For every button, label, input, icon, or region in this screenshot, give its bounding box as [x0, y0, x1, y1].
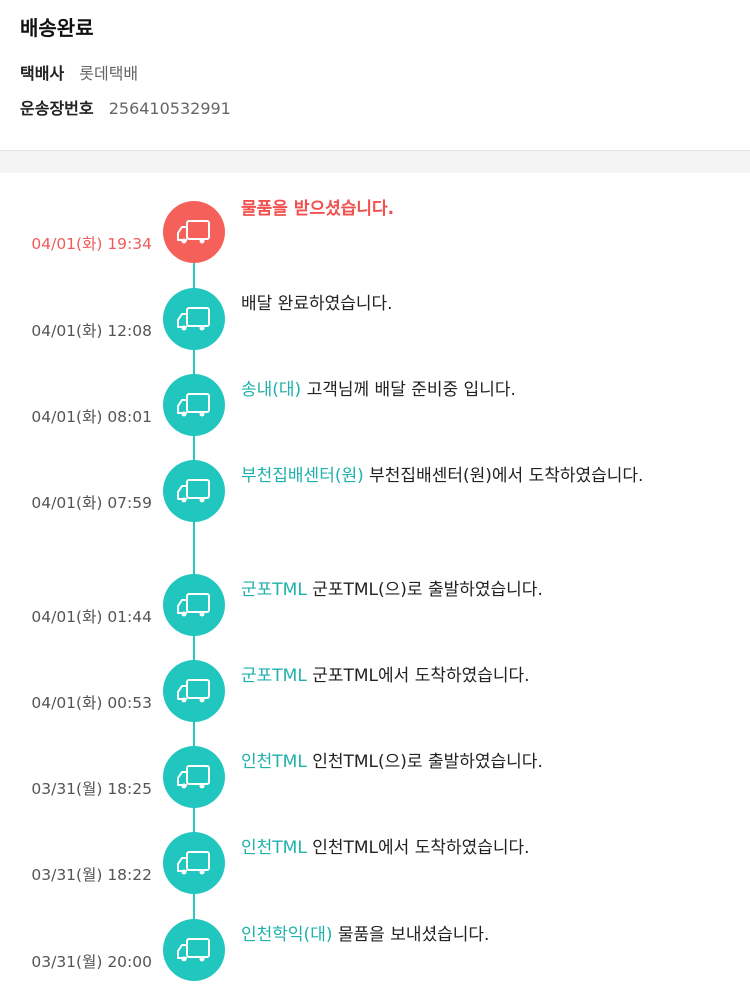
event-time: 03/31(월) 18:22 — [31, 866, 152, 884]
event-time: 04/01(화) 00:53 — [31, 694, 152, 712]
event-time: 04/01(화) 01:44 — [31, 608, 152, 626]
event-message: 부천집배센터(원) 부천집배센터(원)에서 도착하였습니다. — [241, 463, 741, 489]
event-text: 고객님께 배달 준비중 입니다. — [301, 380, 516, 400]
event-location: 군포TML — [241, 580, 307, 600]
carrier-row: 택배사 롯데택배 — [20, 60, 138, 84]
truck-icon — [163, 746, 225, 808]
delivery-status-title: 배송완료 — [20, 16, 94, 40]
carrier-label: 택배사 — [20, 64, 65, 83]
event-message: 배달 완료하였습니다. — [241, 291, 741, 317]
event-time: 04/01(화) 12:08 — [31, 322, 152, 340]
event-text: 인천TML에서 도착하였습니다. — [306, 838, 530, 858]
truck-icon — [163, 832, 225, 894]
section-divider — [0, 150, 750, 173]
truck-icon — [163, 374, 225, 436]
tracking-label: 운송장번호 — [20, 99, 94, 118]
event-message: 인천학익(대) 물품을 보내셨습니다. — [241, 922, 741, 948]
truck-icon — [163, 288, 225, 350]
event-text: 인천TML(으)로 출발하였습니다. — [306, 752, 543, 772]
truck-icon — [163, 201, 225, 263]
event-message: 군포TML 군포TML(으)로 출발하였습니다. — [241, 577, 741, 603]
event-location: 인천TML — [241, 752, 307, 772]
event-location: 송내(대) — [241, 380, 302, 400]
truck-icon — [163, 919, 225, 981]
tracking-number: 256410532991 — [108, 99, 231, 118]
truck-icon — [163, 460, 225, 522]
event-time: 04/01(화) 07:59 — [31, 494, 152, 512]
event-location: 부천집배센터(원) — [241, 466, 364, 486]
delivery-header: 배송완료 택배사 롯데택배 운송장번호 256410532991 — [0, 0, 750, 150]
event-message: 인천TML 인천TML에서 도착하였습니다. — [241, 835, 741, 861]
event-text: 물품을 받으셨습니다. — [241, 199, 395, 219]
event-text: 군포TML에서 도착하였습니다. — [306, 666, 530, 686]
event-message: 물품을 받으셨습니다. — [241, 196, 741, 222]
event-text: 군포TML(으)로 출발하였습니다. — [306, 580, 543, 600]
event-text: 배달 완료하였습니다. — [241, 294, 393, 314]
event-location: 군포TML — [241, 666, 307, 686]
event-time: 04/01(화) 19:34 — [31, 235, 152, 253]
tracking-row: 운송장번호 256410532991 — [20, 95, 231, 119]
tracking-timeline: 04/01(화) 19:34 물품을 받으셨습니다. 04/01(화) 12:0… — [0, 173, 750, 989]
truck-icon — [163, 660, 225, 722]
truck-icon — [163, 574, 225, 636]
event-time: 03/31(월) 20:00 — [31, 953, 152, 971]
event-text: 물품을 보내셨습니다. — [332, 925, 490, 945]
event-time: 03/31(월) 18:25 — [31, 780, 152, 798]
event-location: 인천학익(대) — [241, 925, 333, 945]
event-message: 송내(대) 고객님께 배달 준비중 입니다. — [241, 377, 741, 403]
event-message: 군포TML 군포TML에서 도착하였습니다. — [241, 663, 741, 689]
event-time: 04/01(화) 08:01 — [31, 408, 152, 426]
event-text: 부천집배센터(원)에서 도착하였습니다. — [363, 466, 644, 486]
event-location: 인천TML — [241, 838, 307, 858]
event-message: 인천TML 인천TML(으)로 출발하였습니다. — [241, 749, 741, 775]
carrier-value: 롯데택배 — [79, 64, 139, 83]
